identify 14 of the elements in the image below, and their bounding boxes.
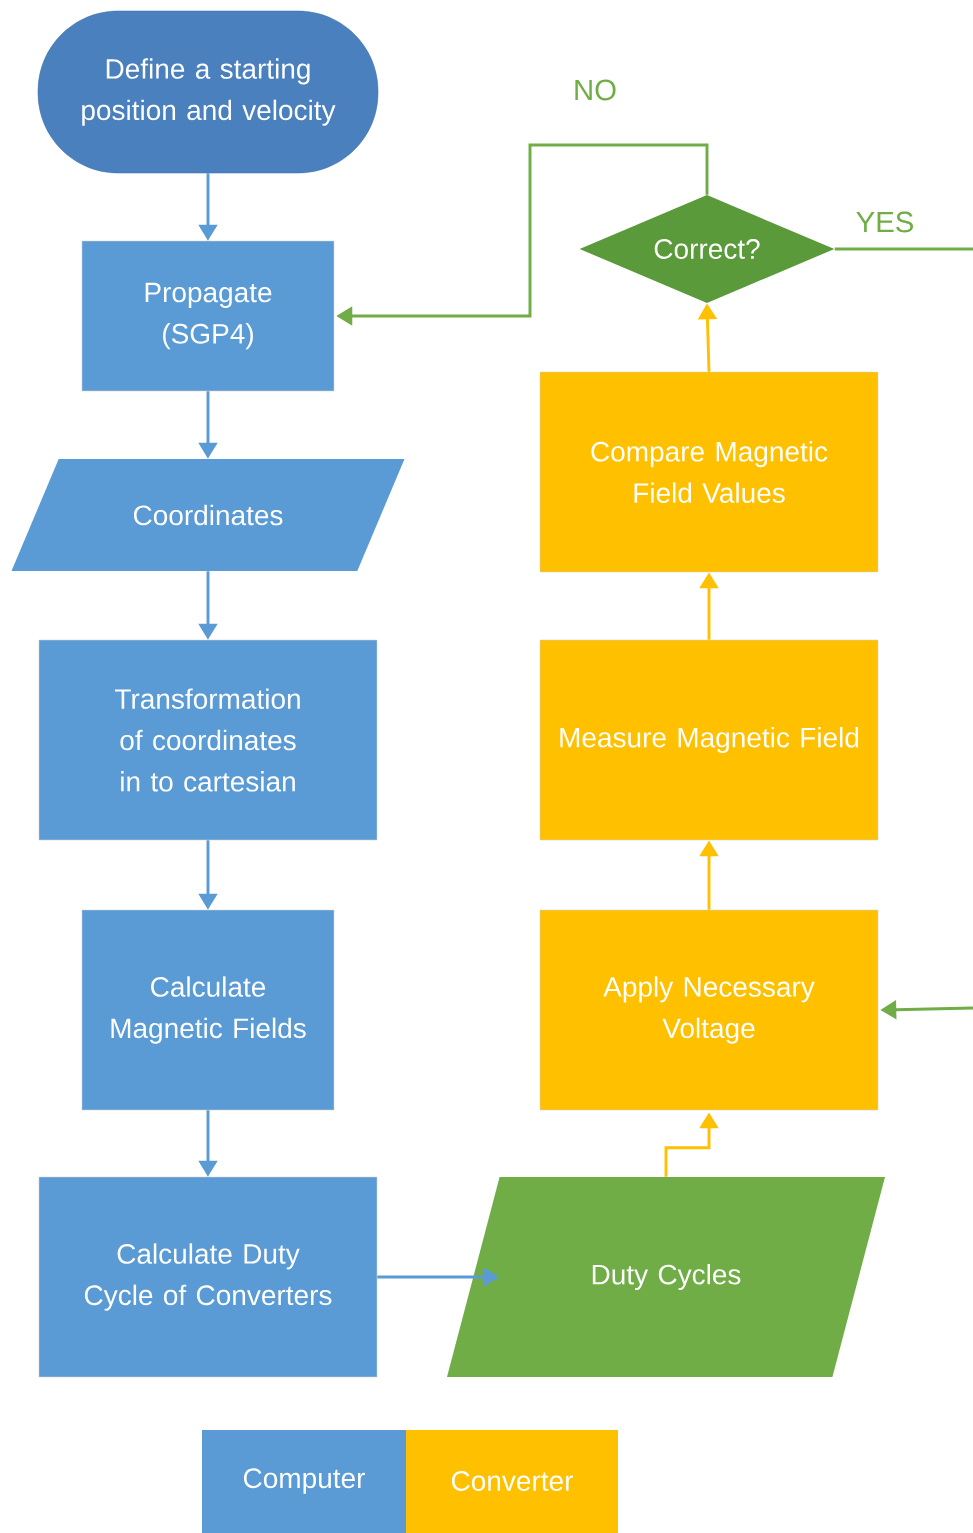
process-box: Measure Magnetic Field — [539, 639, 879, 841]
process-box: Calculate Duty Cycle of Converters — [38, 1176, 378, 1378]
start-terminal: Define a starting position and velocity — [37, 10, 379, 174]
process-box: Compare Magnetic Field Values — [539, 371, 879, 573]
edge-label: YES — [856, 211, 913, 233]
edge-label: NO — [575, 79, 616, 101]
data-parallelogram: Coordinates — [11, 459, 405, 571]
process-box: Calculate Magnetic Fields — [81, 909, 335, 1111]
process-box: Transformation of coordinates in to cartesian — [38, 639, 378, 841]
legend-label: Computer — [243, 1468, 365, 1494]
legend-label: Converter — [451, 1471, 573, 1491]
process-box: Apply Necessary Voltage — [539, 909, 879, 1111]
data-parallelogram: Duty Cycles — [447, 1177, 885, 1377]
process-box: Propagate (SGP4) — [81, 240, 335, 392]
